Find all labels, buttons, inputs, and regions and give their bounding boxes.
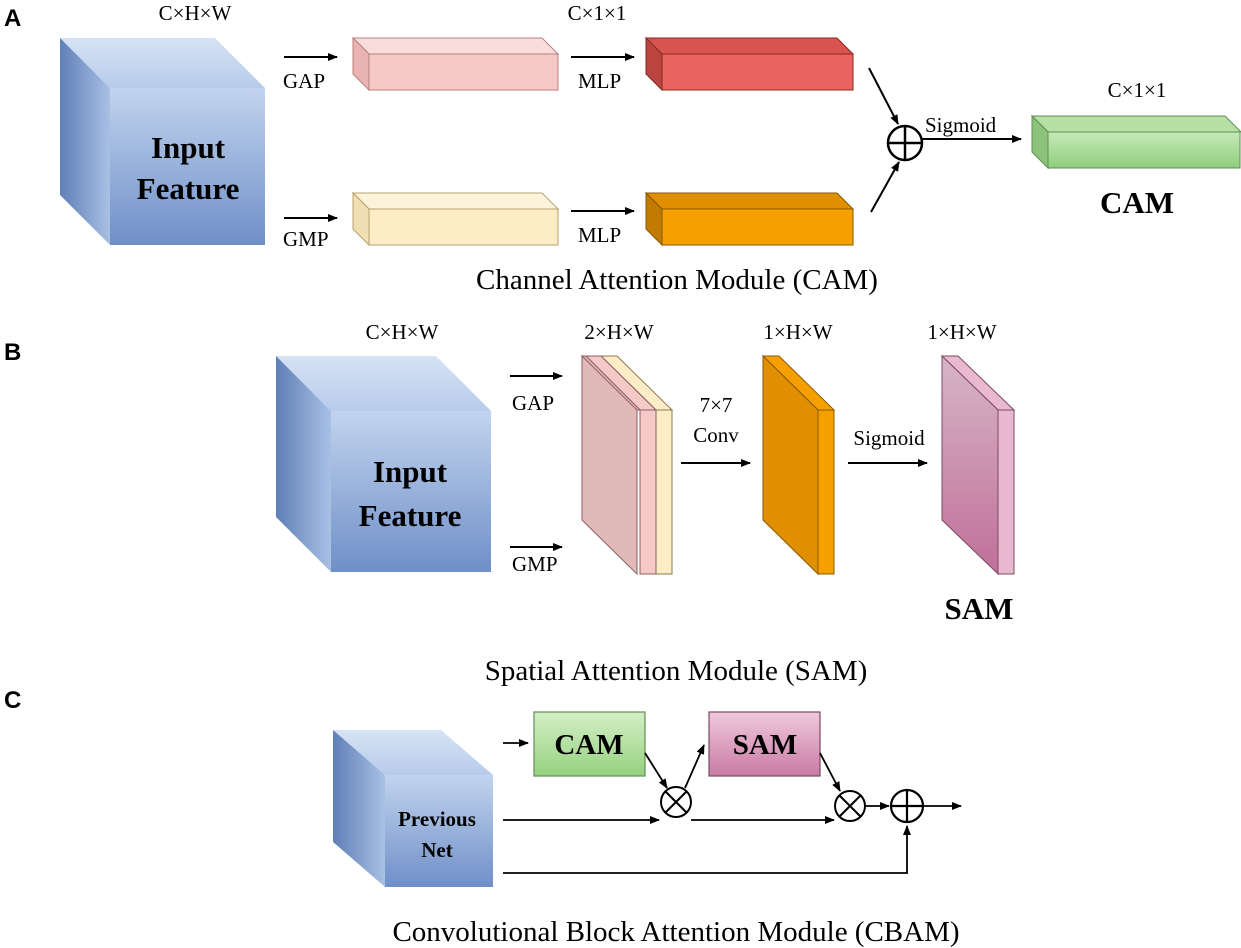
mlp-dim: C×1×1 <box>568 1 627 25</box>
input-label-b-line1: Input <box>373 454 448 489</box>
multiply-node-2 <box>834 790 866 822</box>
concat-feature-map <box>580 354 674 576</box>
merge-arrow-bottom <box>870 161 900 213</box>
input-dim-a: C×H×W <box>159 1 232 25</box>
sam-box <box>708 711 821 777</box>
conv-label-line2: Conv <box>693 423 739 447</box>
sam-box-label: SAM <box>733 729 797 761</box>
panel-b-letter: B <box>4 339 21 366</box>
panel-a-letter: A <box>4 5 21 32</box>
cam-output-dim: C×1×1 <box>1108 78 1167 102</box>
panel-c-title: Convolutional Block Attention Module (CB… <box>392 916 959 948</box>
gmp-label-b: GMP <box>512 552 558 576</box>
concat-dim: 2×H×W <box>584 320 653 344</box>
cam-output-name: CAM <box>1100 185 1174 220</box>
conv-label-line1: 7×7 <box>700 393 733 417</box>
conv-output-map <box>761 354 836 576</box>
multiply-node-1 <box>660 786 692 818</box>
sam-output-map <box>940 354 1016 576</box>
panel-a-title: Channel Attention Module (CAM) <box>476 264 878 296</box>
input-feature-cube-a <box>60 38 265 245</box>
sam-output-name: SAM <box>945 591 1014 626</box>
conv-dim: 1×H×W <box>763 320 832 344</box>
mlp-output-bar-bottom <box>644 191 855 247</box>
sum-node-c <box>889 788 925 824</box>
previous-net-label-line1: Previous <box>398 807 476 831</box>
gap-vector-bar <box>351 36 560 92</box>
input-label-a-line1: Input <box>151 130 226 165</box>
gmp-vector-bar <box>351 191 560 247</box>
mlp-output-bar-top <box>644 36 855 92</box>
panel-b-title: Spatial Attention Module (SAM) <box>485 655 868 687</box>
gmp-label-a: GMP <box>283 227 329 251</box>
sam-output-dim: 1×H×W <box>927 320 996 344</box>
mlp-label-top: MLP <box>578 69 621 93</box>
input-dim-b: C×H×W <box>366 320 439 344</box>
previous-net-label-line2: Net <box>421 838 452 862</box>
previous-net-cube <box>333 730 493 887</box>
cam-box <box>533 711 646 777</box>
gap-label-b: GAP <box>512 391 554 415</box>
gap-label-a: GAP <box>283 69 325 93</box>
sigmoid-label-b: Sigmoid <box>853 426 925 450</box>
sam-to-mult2-arrow <box>819 752 841 792</box>
panel-c-letter: C <box>4 687 21 714</box>
sigmoid-label-a: Sigmoid <box>925 113 997 137</box>
input-label-b-line2: Feature <box>359 498 462 533</box>
input-label-a-line2: Feature <box>137 171 240 206</box>
cam-box-label: CAM <box>554 729 623 761</box>
input-feature-cube-b <box>276 356 491 572</box>
residual-arrow <box>503 825 911 874</box>
merge-arrow-top <box>868 67 899 125</box>
mlp-label-bottom: MLP <box>578 223 621 247</box>
cam-to-mult-arrow <box>644 752 668 789</box>
cam-output-bar <box>1030 114 1241 170</box>
elementwise-sum-a <box>886 124 924 162</box>
mult-to-sam-arrow <box>684 744 705 789</box>
